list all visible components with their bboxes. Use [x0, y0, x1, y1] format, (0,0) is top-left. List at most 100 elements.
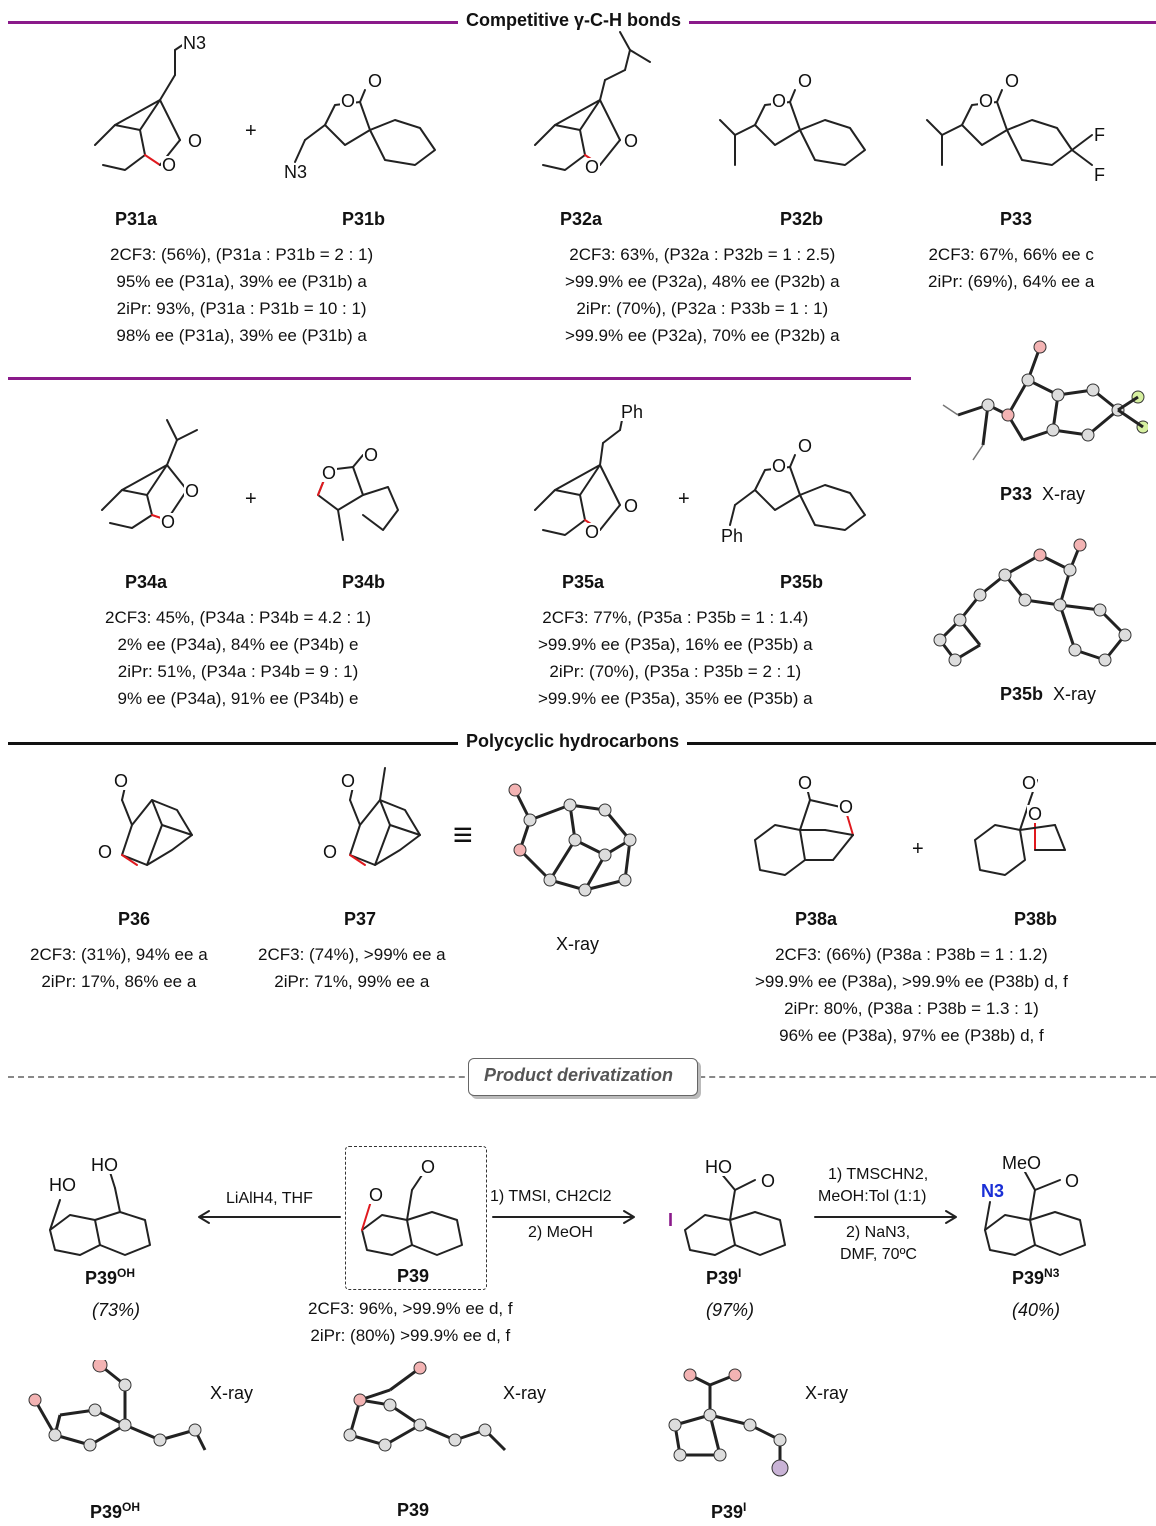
p35b-o-carbonyl: O — [797, 436, 814, 456]
label-p32a: P32a — [560, 209, 603, 229]
p33-o-carbonyl: O — [1004, 71, 1021, 91]
reagent-n3-4: DMF, 70ºC — [840, 1246, 917, 1263]
caption-xray: X-ray — [1042, 484, 1086, 504]
p39n3-o: O — [1064, 1171, 1081, 1191]
p39i-ho: HO — [704, 1157, 733, 1177]
label-p34b: P34b — [342, 572, 386, 592]
xray-p39-image — [343, 1361, 507, 1452]
p31a-n3: N3 — [182, 33, 208, 53]
p38a-structure — [754, 779, 854, 876]
label-p38a: P38a — [795, 909, 838, 929]
derivatization-box — [468, 1058, 698, 1096]
caption-p33-xray: P33 X-ray — [1000, 484, 1085, 505]
p38b-o-ring: O — [1027, 804, 1044, 824]
p35b-structure — [729, 454, 866, 531]
conditions-p35: 2CF3: 77%, (P35a : P35b = 1 : 1.4) >99.9… — [538, 604, 813, 712]
label-sup: N3 — [1044, 1266, 1060, 1280]
cond-line: 95% ee (P31a), 39% ee (P31b) a — [116, 272, 367, 291]
p33-f2: F — [1093, 165, 1106, 185]
cond-line: >99.9% ee (P32a), 70% ee (P32b) a — [565, 326, 840, 345]
equivalence-sign: ≡ — [453, 816, 473, 854]
plus-sign: + — [245, 488, 257, 510]
reagent-tmsi-2: 2) MeOH — [528, 1224, 593, 1241]
caption-p39i-xray: X-ray — [805, 1383, 849, 1403]
label-p35b: P35b — [780, 572, 824, 592]
p39-structure — [361, 1171, 463, 1256]
cond-line: 2iPr: (70%), (P32a : P33b = 1 : 1) — [576, 299, 829, 318]
cond-line: 2CF3: (66%) (P38a : P38b = 1 : 1.2) — [775, 945, 1048, 964]
conditions-p34: 2CF3: 45%, (P34a : P34b = 4.2 : 1) 2% ee… — [105, 604, 371, 712]
section-header-polycyclic: Polycyclic hydrocarbons — [458, 731, 688, 752]
label-p32b: P32b — [780, 209, 824, 229]
cond-line: 2iPr: (69%), 64% ee a — [928, 272, 1095, 291]
p39-o-ring: O — [368, 1185, 385, 1205]
label-p31b: P31b — [342, 209, 386, 229]
label-p39oh: P39OH — [85, 1266, 135, 1289]
label-p35a: P35a — [562, 572, 605, 592]
section-header-derivatization: Product derivatization — [484, 1065, 674, 1085]
p39-o-carbonyl: O — [420, 1157, 437, 1177]
cond-line: 2CF3: 77%, (P35a : P35b = 1 : 1.4) — [542, 608, 809, 627]
caption-label: P33 — [1000, 484, 1033, 504]
caption-p39-xray: X-ray — [503, 1383, 547, 1403]
p33-f1: F — [1093, 125, 1106, 145]
label-p39i: P39I — [706, 1266, 741, 1289]
label-p39n3: P39N3 — [1012, 1266, 1059, 1289]
label-text: P39 — [85, 1268, 118, 1288]
reaction-arrow-right-1 — [492, 1210, 635, 1224]
yield-p39i: (97%) — [706, 1300, 755, 1320]
reagent-n3-1: 1) TMSCHN2, — [828, 1166, 929, 1183]
label-text: P39 — [1012, 1268, 1045, 1288]
cond-line: 2iPr: (70%), (P35a : P35b = 2 : 1) — [549, 662, 802, 681]
xray-p39i-image — [668, 1368, 789, 1477]
cond-line: 2iPr: 17%, 86% ee a — [41, 972, 197, 991]
label-sup: I — [743, 1500, 747, 1514]
label-p39-xray: P39 — [397, 1500, 430, 1520]
header-rule-mid — [8, 377, 911, 380]
p39i-structure — [684, 1171, 786, 1256]
cond-line: 2CF3: 67%, 66% ee c — [928, 245, 1094, 264]
cond-line: 2CF3: (74%), >99% ee a — [258, 945, 446, 964]
p39oh-ho2: HO — [90, 1155, 119, 1175]
cond-line: 9% ee (P34a), 91% ee (P34b) e — [117, 689, 359, 708]
p35b-o: O — [771, 456, 788, 476]
label-p39i-xray: P39I — [711, 1500, 746, 1523]
p37-o-carbonyl: O — [340, 771, 357, 791]
p31a-o-carbonyl: O — [187, 131, 204, 151]
plus-sign: + — [678, 488, 690, 510]
label-text: P39 — [711, 1502, 744, 1522]
label-p37: P37 — [344, 909, 377, 929]
p39n3-n3: N3 — [980, 1181, 1006, 1201]
reaction-arrow-left — [198, 1210, 341, 1224]
label-p33: P33 — [1000, 209, 1033, 229]
reagent-tmsi-1: 1) TMSI, CH2Cl2 — [490, 1188, 612, 1205]
caption-p37-xray: X-ray — [556, 934, 600, 954]
p39i-o: O — [760, 1171, 777, 1191]
xray-p33-image — [942, 340, 1148, 461]
cond-line: >99.9% ee (P38a), >99.9% ee (P38b) d, f — [755, 972, 1068, 991]
p39oh-structure — [49, 1171, 151, 1256]
label-sup: I — [738, 1266, 742, 1280]
conditions-p31: 2CF3: (56%), (P31a : P31b = 2 : 1) 95% e… — [110, 241, 373, 349]
xray-p37-image — [508, 783, 637, 897]
caption-p35b-xray: P35b X-ray — [1000, 684, 1096, 705]
cond-line: 2% ee (P34a), 84% ee (P34b) e — [117, 635, 359, 654]
p37-o-ring: O — [322, 842, 339, 862]
p32b-structure — [719, 89, 866, 166]
reagent-lialh4: LiAlH4, THF — [226, 1190, 313, 1207]
p34b-structure — [317, 454, 399, 541]
label-sup: OH — [122, 1500, 141, 1514]
reagent-n3-2: MeOH:Tol (1:1) — [818, 1188, 927, 1205]
p39n3-meo: MeO — [1001, 1153, 1043, 1173]
p33-o: O — [978, 91, 995, 111]
cond-line: 2CF3: 96%, >99.9% ee d, f — [308, 1299, 513, 1318]
p35a-structure — [534, 414, 624, 536]
p39n3-structure — [984, 1171, 1086, 1256]
cond-line: 98% ee (P31a), 39% ee (P31b) a — [116, 326, 367, 345]
cond-line: >99.9% ee (P35a), 16% ee (P35b) a — [538, 635, 813, 654]
plus-sign: + — [245, 120, 257, 142]
p32b-o-carbonyl: O — [797, 71, 814, 91]
yield-p39oh: (73%) — [92, 1300, 141, 1320]
p38a-o-ring: O — [838, 797, 855, 817]
conditions-p32: 2CF3: 63%, (P32a : P32b = 1 : 2.5) >99.9… — [565, 241, 840, 349]
